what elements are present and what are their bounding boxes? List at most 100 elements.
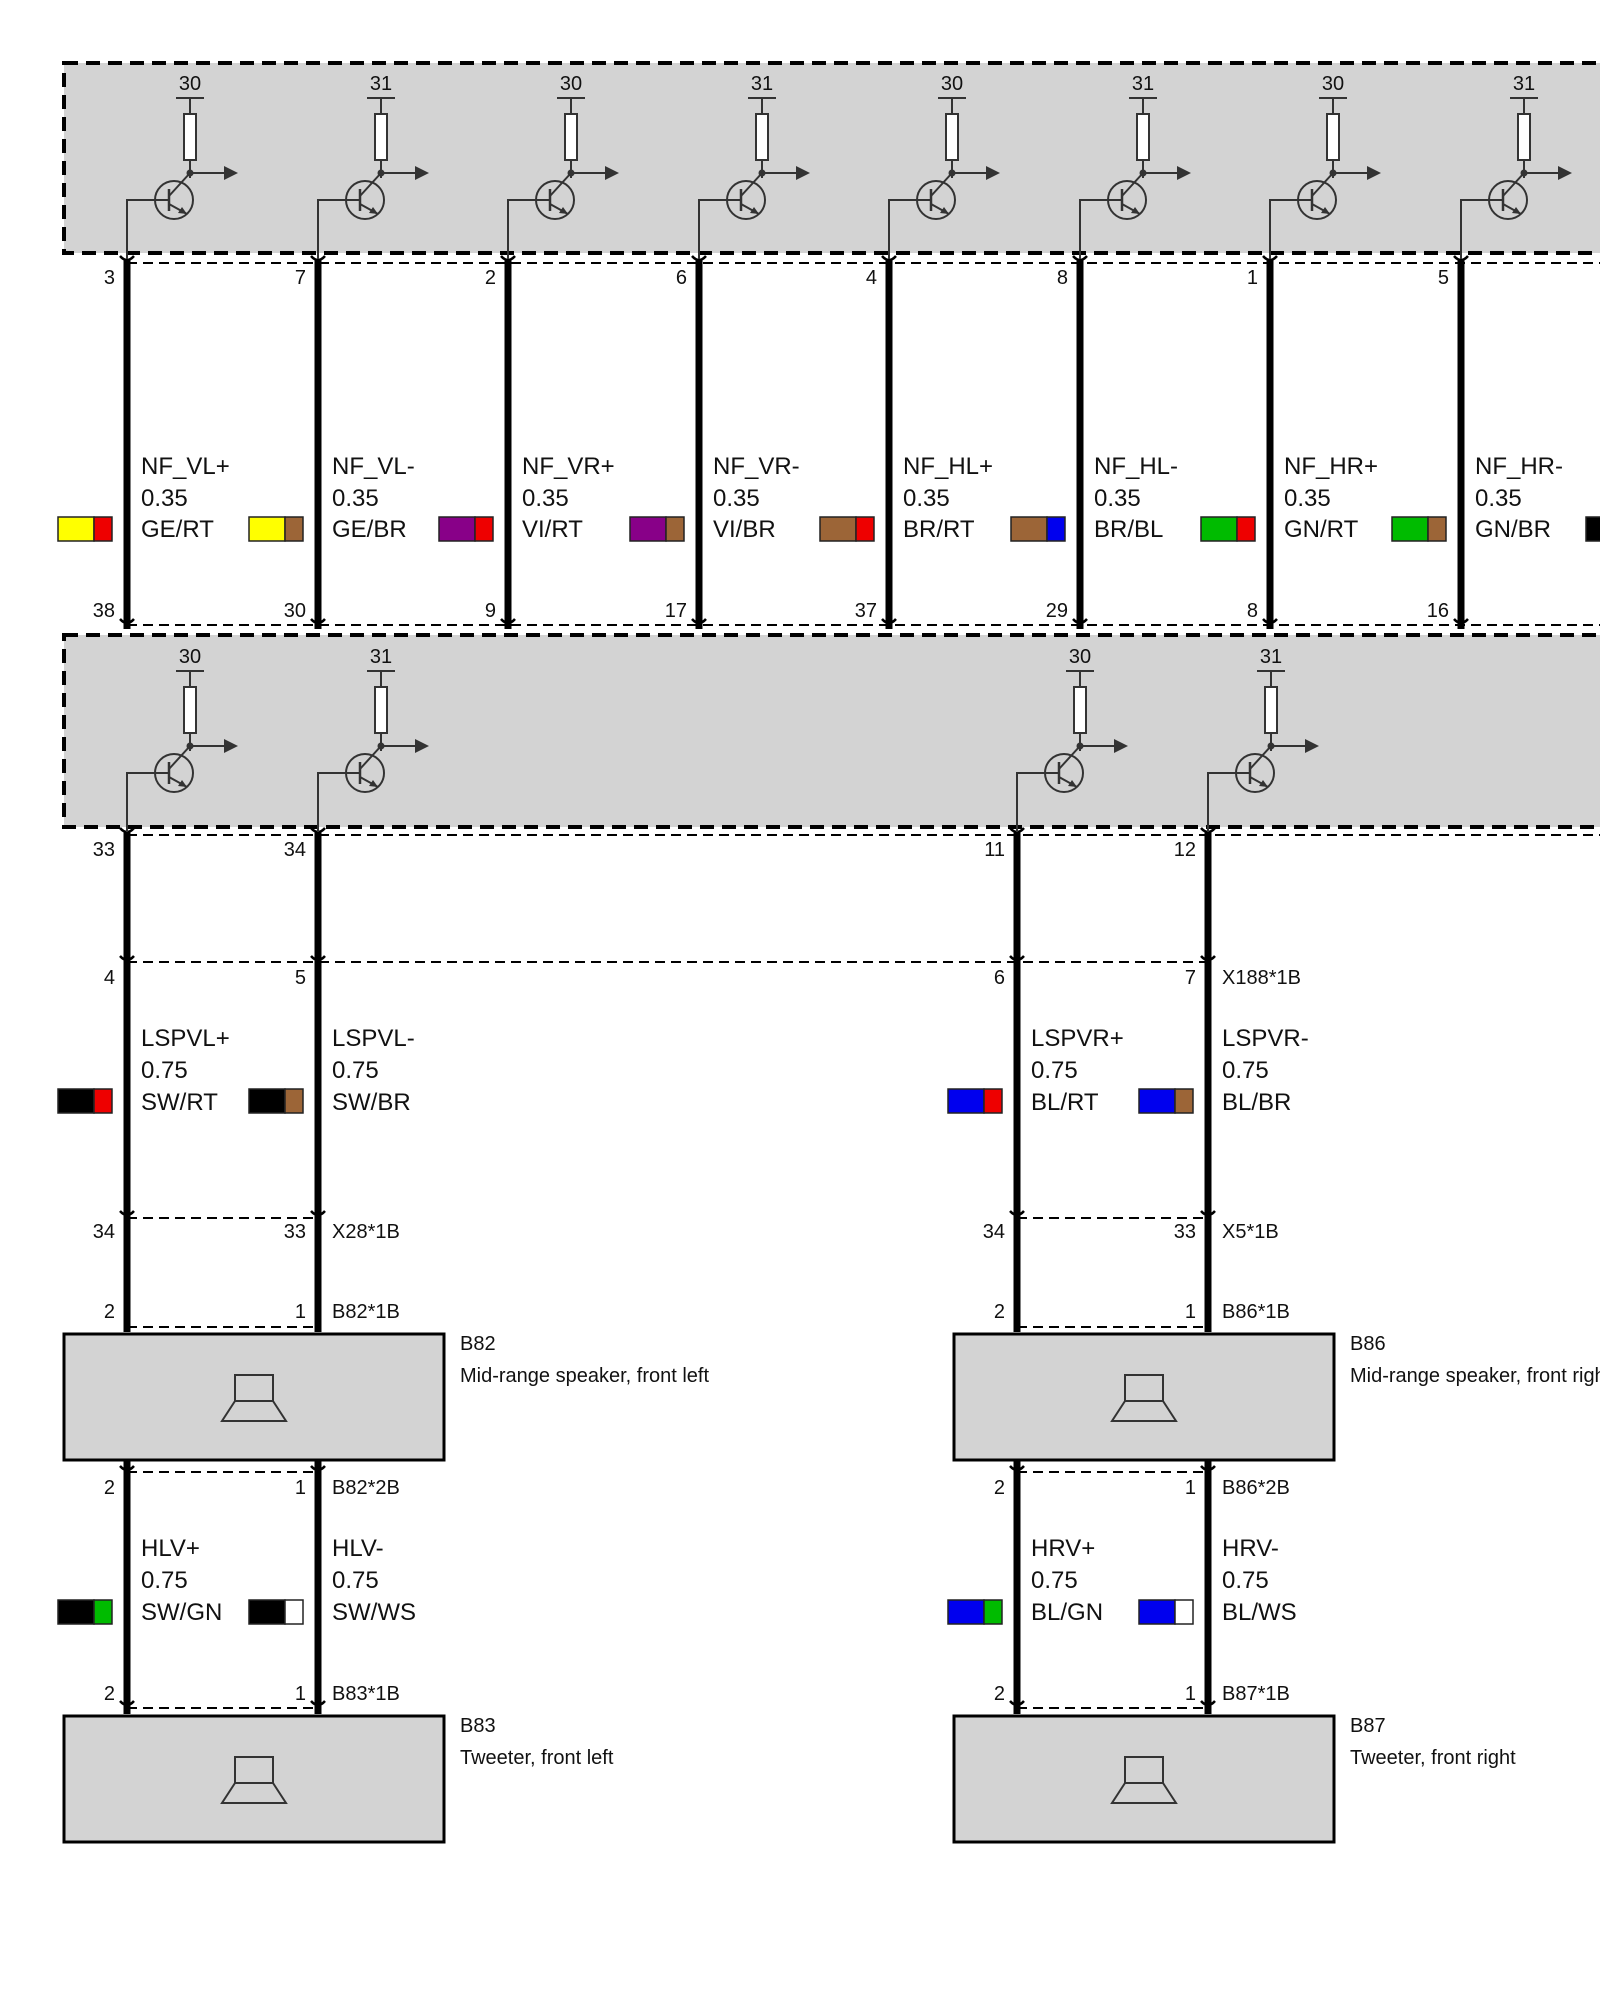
wire-gauge: 0.75 [332, 1567, 379, 1594]
pin-number: 1 [1185, 1477, 1196, 1499]
transistor-collector [168, 745, 191, 770]
output-arrow [415, 739, 429, 753]
pin-number: 16 [1427, 600, 1449, 622]
transistor-collector [930, 172, 953, 197]
pin-number: 2 [104, 1301, 115, 1323]
pin-number: 33 [1174, 1221, 1196, 1243]
resistor-symbol [374, 113, 388, 161]
connector-fork [1453, 618, 1469, 625]
wire-color-swatch [57, 1088, 95, 1114]
symbols [57, 97, 1600, 1804]
supply-terminal-label: 30 [1322, 73, 1344, 95]
wire-gauge: 0.35 [713, 485, 760, 512]
pin-number: 6 [676, 267, 687, 289]
supply-terminal-label: 31 [1260, 646, 1282, 668]
resistor-symbol [564, 113, 578, 161]
pin-number: 38 [93, 600, 115, 622]
base-lead [126, 199, 169, 259]
wire-color-code: BR/BL [1094, 516, 1163, 543]
connector-fork [310, 618, 326, 625]
wire-color-code: SW/GN [141, 1599, 222, 1626]
signal-name: LSPVL+ [141, 1025, 230, 1052]
wire-color-swatch [93, 516, 113, 542]
supply-terminal-label: 30 [560, 73, 582, 95]
tweeter-b87 [952, 1714, 1336, 1844]
signal-name: NF_VL- [332, 453, 415, 480]
component-id: B82 [460, 1333, 496, 1355]
pin-number: 11 [984, 839, 1005, 861]
component-description: Mid-range speaker, front left [460, 1365, 709, 1387]
component-id: B87 [1350, 1715, 1386, 1737]
output-arrow [224, 166, 238, 180]
wire-color-code: BR/RT [903, 516, 975, 543]
wire-color-code: BL/GN [1031, 1599, 1103, 1626]
wire-color-swatch [57, 1599, 95, 1625]
wire-color-swatch [248, 1088, 286, 1114]
speaker-icon [1124, 1374, 1164, 1402]
signal-name: NF_HL- [1094, 453, 1178, 480]
emitter-arrow [1512, 207, 1521, 214]
resistor-symbol [1326, 113, 1340, 161]
wire-color-swatch [1138, 1599, 1176, 1625]
transistor-collector [549, 172, 572, 197]
connector-label: B87*1B [1222, 1683, 1290, 1705]
pin-number: 1 [1185, 1683, 1196, 1705]
connector-fork [1200, 955, 1216, 962]
wire-color-swatch [93, 1088, 113, 1114]
wire-color-swatch [438, 516, 476, 542]
tweeter-b83 [62, 1714, 446, 1844]
wires [119, 255, 1469, 1714]
base-lead [126, 772, 169, 832]
pin-number: 1 [295, 1301, 306, 1323]
wire-color-code: GN/RT [1284, 516, 1359, 543]
pin-number: 1 [295, 1477, 306, 1499]
base-lead [1460, 199, 1503, 259]
wire-color-swatch [1138, 1088, 1176, 1114]
connector-fork [119, 955, 135, 962]
base-lead [317, 772, 360, 832]
output-arrow [224, 739, 238, 753]
wire-gauge: 0.75 [332, 1057, 379, 1084]
pin-number: 4 [866, 267, 877, 289]
wire-color-swatch [1236, 516, 1256, 542]
wire-color-swatch [1427, 516, 1447, 542]
pin-number: 3 [104, 267, 115, 289]
connector-fork [500, 255, 516, 262]
control-module-top [62, 61, 1600, 255]
pin-number: 2 [994, 1477, 1005, 1499]
pin-number: 17 [665, 600, 687, 622]
pin-number: 2 [485, 267, 496, 289]
base-lead [507, 199, 550, 259]
connector-fork [881, 255, 897, 262]
connector-fork [310, 955, 326, 962]
speaker-icon [220, 1782, 288, 1804]
base-lead [1016, 772, 1059, 832]
base-lead [698, 199, 741, 259]
speaker-icon [234, 1756, 274, 1784]
resistor-symbol [1136, 113, 1150, 161]
wire-gauge: 0.75 [141, 1057, 188, 1084]
wire-gauge: 0.35 [1094, 485, 1141, 512]
supply-terminal-label: 31 [1132, 73, 1154, 95]
emitter-arrow [750, 207, 759, 214]
transistor-collector [359, 745, 382, 770]
connector-fork [119, 618, 135, 625]
output-arrow [605, 166, 619, 180]
transistor-collector [1249, 745, 1272, 770]
speaker-icon [1110, 1782, 1178, 1804]
output-arrow [796, 166, 810, 180]
wire-color-code: GE/BR [332, 516, 407, 543]
signal-name: NF_VR- [713, 453, 800, 480]
pin-number: 33 [93, 839, 115, 861]
emitter-arrow [178, 780, 187, 787]
connector-fork [119, 255, 135, 262]
connector-fork [119, 1465, 135, 1472]
wire-color-swatch [284, 1599, 304, 1625]
connector-label: X188*1B [1222, 967, 1301, 989]
supply-terminal-label: 31 [370, 646, 392, 668]
wire-color-code: SW/RT [141, 1089, 218, 1116]
output-arrow [1114, 739, 1128, 753]
pin-number: 8 [1057, 267, 1068, 289]
wire-color-swatch [284, 1088, 304, 1114]
pin-number: 2 [994, 1683, 1005, 1705]
